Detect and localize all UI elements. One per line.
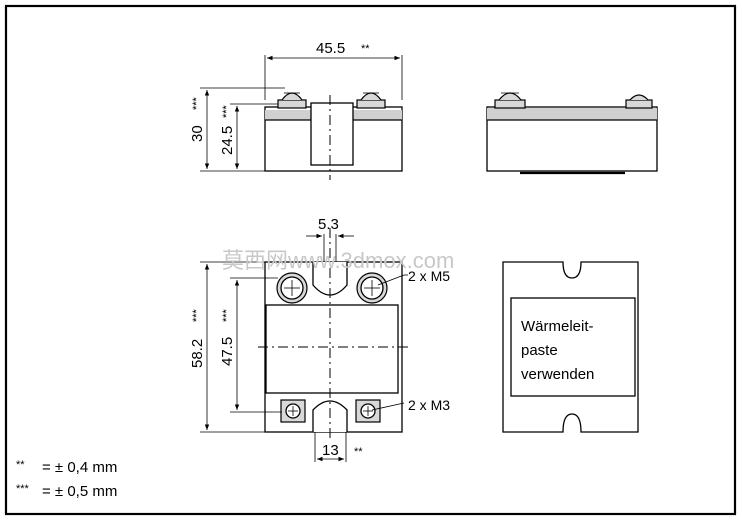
dim-height-58-2-tol: ***	[191, 308, 203, 322]
legend-row2-symbol: ***	[16, 483, 30, 495]
terminal-screw-left-icon	[277, 92, 307, 109]
dim-height-24-5-tol: ***	[221, 104, 233, 118]
m3-screw-right-icon	[355, 399, 381, 423]
m5-screw-right-icon	[356, 272, 388, 304]
dim-height-30: 30	[189, 125, 206, 142]
dim-height-47-5-tol: ***	[221, 308, 233, 322]
dim-top-width: 45.5	[316, 40, 345, 57]
dim-height-30-tol: ***	[191, 96, 203, 110]
terminal-screw-right-icon	[356, 92, 386, 109]
watermark: 莫西网www.3dmox.com	[222, 248, 454, 273]
terminal-screw-rear-right-icon	[625, 94, 653, 109]
legend-row2-text: = ± 0,5 mm	[42, 483, 117, 500]
dim-top-width-tol: **	[361, 43, 370, 55]
dim-height-24-5: 24.5	[219, 126, 236, 155]
m5-screw-left-icon	[276, 272, 308, 304]
callout-m5: 2 x M5	[408, 268, 450, 284]
thermal-paste-note-line1: Wärmeleit-	[521, 318, 594, 335]
thermal-paste-note-line3: verwenden	[521, 366, 594, 383]
side-view-front: 45.5 ** 30 *** 24.5 ***	[189, 40, 403, 180]
dim-slot-5-3: 5.3	[318, 216, 339, 233]
legend-row1-text: = ± 0,4 mm	[42, 459, 117, 476]
dim-bottom-13: 13	[322, 442, 339, 459]
dim-height-58-2: 58.2	[189, 339, 206, 368]
top-view: 5.3 58.2 *** 47.5 *** 13 ** 2 x M5 2 x M…	[189, 216, 450, 462]
dim-bottom-13-tol: **	[354, 446, 363, 458]
tolerance-legend: ** = ± 0,4 mm *** = ± 0,5 mm	[16, 459, 117, 500]
dim-height-47-5: 47.5	[219, 337, 236, 366]
side-view-rear	[486, 92, 658, 175]
m3-screw-left-icon	[280, 399, 306, 423]
legend-row1-symbol: **	[16, 459, 25, 471]
callout-m3: 2 x M3	[408, 397, 450, 413]
terminal-screw-rear-left-icon	[494, 92, 526, 109]
heatsink-view: Wärmeleit- paste verwenden	[502, 261, 639, 433]
thermal-paste-note-line2: paste	[521, 342, 558, 359]
drawing-border	[4, 4, 737, 516]
